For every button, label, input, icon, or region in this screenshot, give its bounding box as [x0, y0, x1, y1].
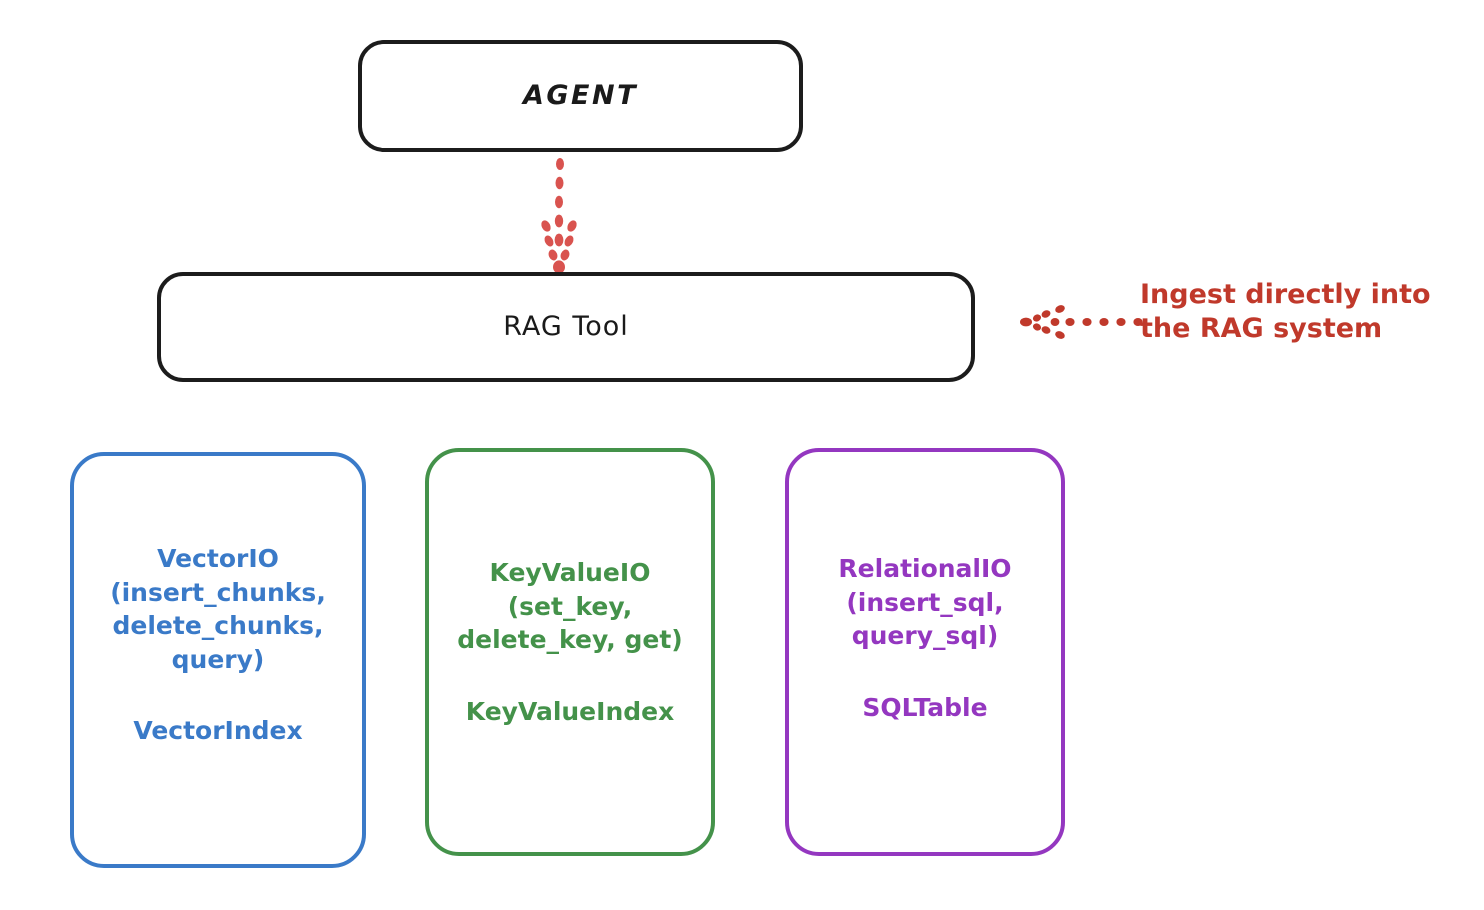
annotation-ingest-directly: Ingest directly into the RAG system: [1140, 279, 1431, 344]
node-vector-io-api: VectorIO (insert_chunks, delete_chunks, …: [110, 544, 326, 674]
node-agent[interactable]: AGENT: [358, 40, 803, 152]
node-agent-label: AGENT: [522, 80, 638, 112]
node-relational-io[interactable]: RelationalIO (insert_sql, query_sql) SQL…: [785, 448, 1065, 856]
connector-agent-to-rag-tool: [541, 158, 577, 274]
node-relational-io-api: RelationalIO (insert_sql, query_sql): [838, 554, 1012, 650]
connector-ingest-to-rag-tool: [1020, 305, 1143, 339]
node-relational-io-index: SQLTable: [862, 692, 988, 722]
node-keyvalue-io-index: KeyValueIndex: [465, 696, 675, 726]
node-vector-io[interactable]: VectorIO (insert_chunks, delete_chunks, …: [70, 452, 366, 868]
node-rag-tool-label: RAG Tool: [503, 311, 629, 343]
node-rag-tool[interactable]: RAG Tool: [157, 272, 975, 382]
node-keyvalue-io-api: KeyValueIO (set_key, delete_key, get): [457, 558, 683, 654]
node-keyvalue-io[interactable]: KeyValueIO (set_key, delete_key, get) Ke…: [425, 448, 715, 856]
node-vector-io-index: VectorIndex: [133, 716, 303, 745]
